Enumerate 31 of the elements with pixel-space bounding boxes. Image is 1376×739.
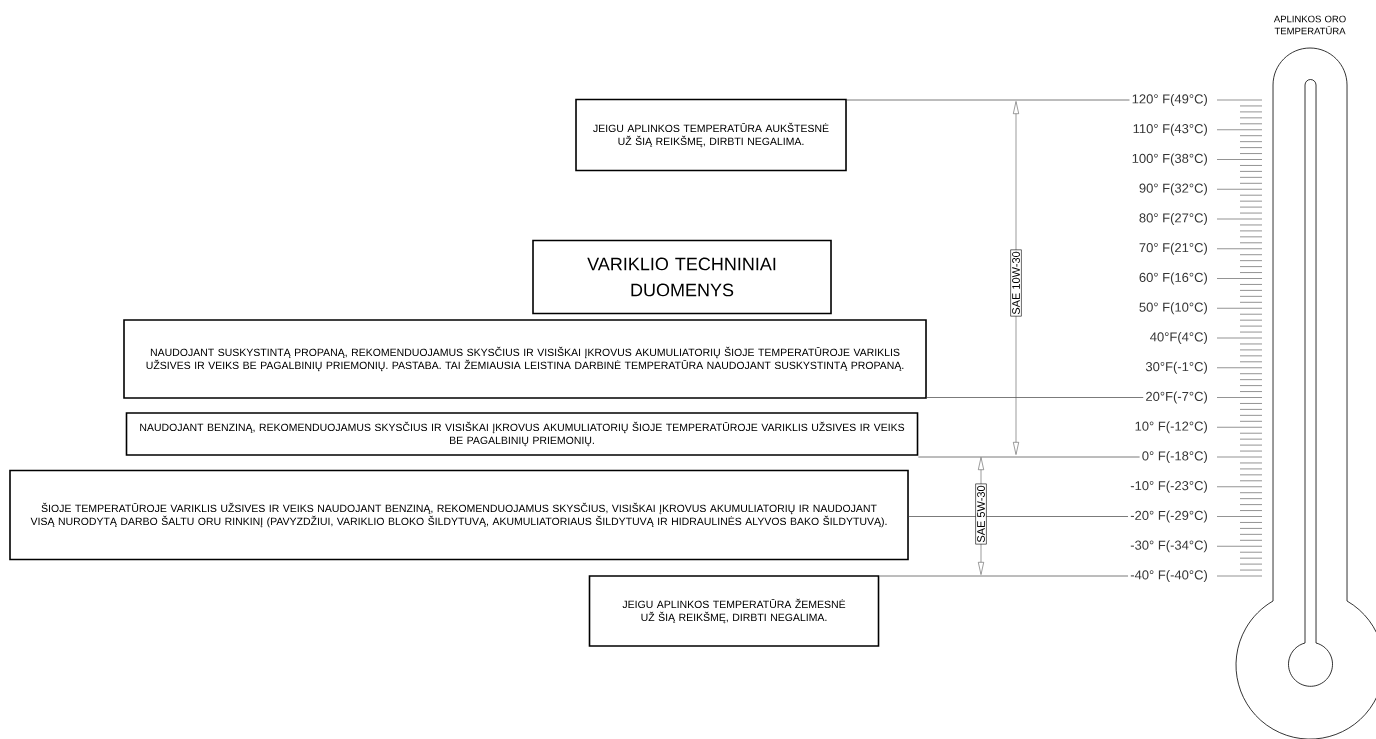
temperature-label: 90° F(32°C)	[1139, 183, 1207, 196]
temperature-label: 70° F(21°C)	[1139, 242, 1207, 255]
leader-line	[917, 456, 1140, 458]
thermometer-heading: APLINKOS ORO TEMPERATŪRA	[1273, 15, 1346, 35]
leader-line	[878, 575, 1129, 577]
temperature-label: 110° F(43°C)	[1133, 123, 1207, 136]
temperature-label: 50° F(10°C)	[1139, 302, 1207, 315]
temperature-label: 0° F(-18°C)	[1142, 450, 1207, 464]
note-box: ŠIOJE TEMPERATŪROJE VARIKLIS UŽSIVES IR VEIKS NAUDOJANT BENZINĄ, REKOMENDUOJAMUS SKYSČIUS, VISIŠKAI ĮKROVUS AKUMULIATORIŲ IR NAUDOJANT VISĄ NURODYTĄ DARBO ŠALTU ORU RINKINĮ (PAVYZDŽIUI, VARIKLIO BLOKO ŠILDYTUVĄ, AKUMULIATORIAUS ŠILDYTUVĄ IR HIDRAULINĖS ALYVOS BAKO ŠILDYTUVĄ).	[9, 469, 909, 561]
temperature-label: 120° F(49°C)	[1132, 93, 1207, 107]
temperature-label: -30° F(-34°C)	[1130, 540, 1207, 553]
leader-line	[926, 397, 1144, 398]
temperature-label: 80° F(27°C)	[1139, 212, 1207, 226]
title-box: VARIKLIO TECHNINIAI DUOMENYS	[532, 239, 832, 315]
temperature-label: 100° F(38°C)	[1132, 153, 1207, 166]
temperature-label: 10° F(-12°C)	[1135, 421, 1207, 434]
temperature-label: 20°F(-7°C)	[1146, 391, 1207, 404]
note-box: NAUDOJANT SUSKYSTINTĄ PROPANĄ, REKOMENDUOJAMUS SKYSČIUS IR VISIŠKAI ĮKROVUS AKUMULIATORIŲ ŠIOJE TEMPERATŪROJE VARIKLIS UŽSIVES IR VEIKS BE PAGALBINIŲ PRIEMONIŲ. PASTABA. TAI ŽEMIAUSIA LEISTINA DARBINĖ TEMPERATŪRA NAUDOJANT SUSKYSTINTĄ PROPANĄ.	[123, 319, 927, 399]
note-box: NAUDOJANT BENZINĄ, REKOMENDUOJAMUS SKYSČIUS IR VISIŠKAI ĮKROVUS AKUMULIATORIŲ ŠIOJE TEMPERATŪROJE VARIKLIS UŽSIVES IR VEIKS BE PAGALBINIŲ PRIEMONIŲ.	[125, 412, 919, 456]
oil-grade-label: SAE 5W-30	[975, 483, 987, 545]
oil-grade-label: SAE 10W-30	[1010, 249, 1022, 317]
temperature-label: -40° F(-40°C)	[1130, 569, 1207, 583]
temperature-label: -10° F(-23°C)	[1130, 480, 1207, 493]
note-box: JEIGU APLINKOS TEMPERATŪRA ŽEMESNĖ UŽ ŠIĄ REIKŠMĘ, DIRBTI NEGALIMA.	[588, 575, 880, 647]
leader-line	[846, 99, 1130, 101]
temperature-label: 40°F(4°C)	[1150, 331, 1207, 345]
temperature-label: 60° F(16°C)	[1139, 272, 1207, 285]
leader-line	[908, 516, 1129, 517]
temperature-label: 30°F(-1°C)	[1145, 361, 1207, 374]
note-box: JEIGU APLINKOS TEMPERATŪRA AUKŠTESNĖ UŽ ŠIĄ REIKŠMĘ, DIRBTI NEGALIMA.	[575, 98, 847, 172]
temperature-label: -20° F(-29°C)	[1130, 510, 1207, 523]
